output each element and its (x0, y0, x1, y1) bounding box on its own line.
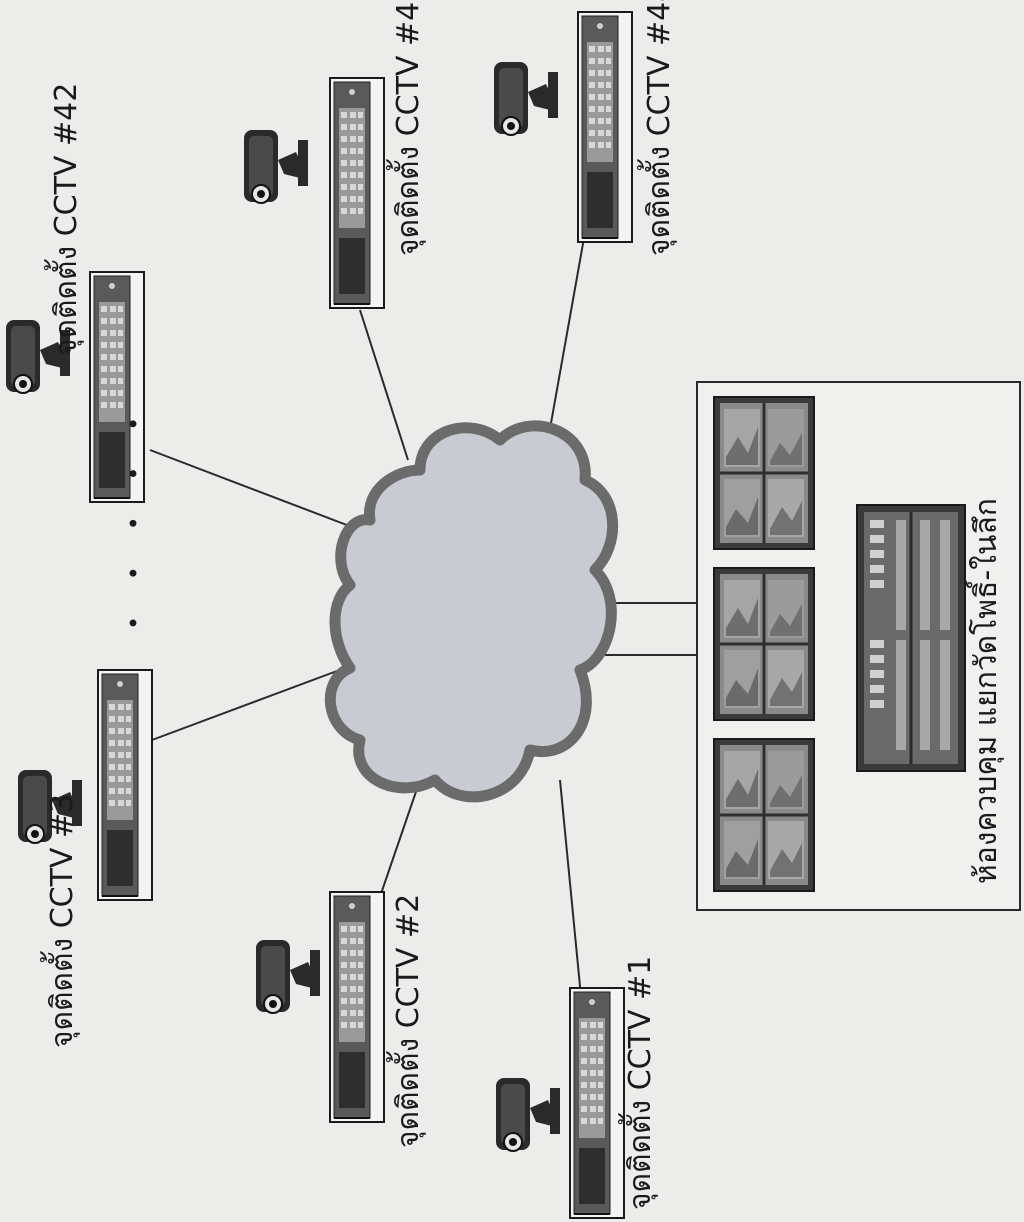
link-cctv-43 (359, 309, 409, 461)
label-cctv-3: จุดติดตั้ง CCTV #3 (45, 793, 80, 1048)
switch-cctv-3 (97, 669, 153, 901)
camera-cctv-43 (243, 129, 309, 204)
more-sites-ellipsis: • • • • • (120, 402, 148, 630)
switch-cctv-1 (569, 987, 625, 1219)
switch-cctv-44 (577, 11, 633, 243)
label-cctv-44: จุดติดตั้ง CCTV #44 (642, 0, 677, 256)
label-cctv-1: จุดติดตั้ง CCTV #1 (623, 955, 658, 1210)
label-cctv-42: จุดติดตั้ง CCTV #42 (49, 82, 84, 356)
monitor-1 (712, 395, 816, 551)
camera-cctv-2 (255, 939, 321, 1014)
label-cctv-2: จุดติดตั้ง CCTV #2 (391, 893, 426, 1148)
network-cloud (324, 420, 619, 803)
monitor-3 (712, 737, 816, 893)
label-cctv-43: จุดติดตั้ง CCTV #43 (391, 0, 426, 256)
link-cctv-42 (149, 449, 353, 528)
camera-cctv-44 (493, 61, 559, 136)
monitor-2 (712, 566, 816, 722)
link-cctv-3 (151, 667, 346, 741)
label-control-room: ห้องควบคุม แยกวัดโพธิ์-ในลึก (969, 498, 1004, 884)
switch-cctv-2 (329, 891, 385, 1123)
switch-cctv-43 (329, 77, 385, 309)
camera-cctv-1 (495, 1077, 561, 1152)
recorder-unit (856, 504, 966, 772)
link-cctv-44 (547, 237, 585, 441)
